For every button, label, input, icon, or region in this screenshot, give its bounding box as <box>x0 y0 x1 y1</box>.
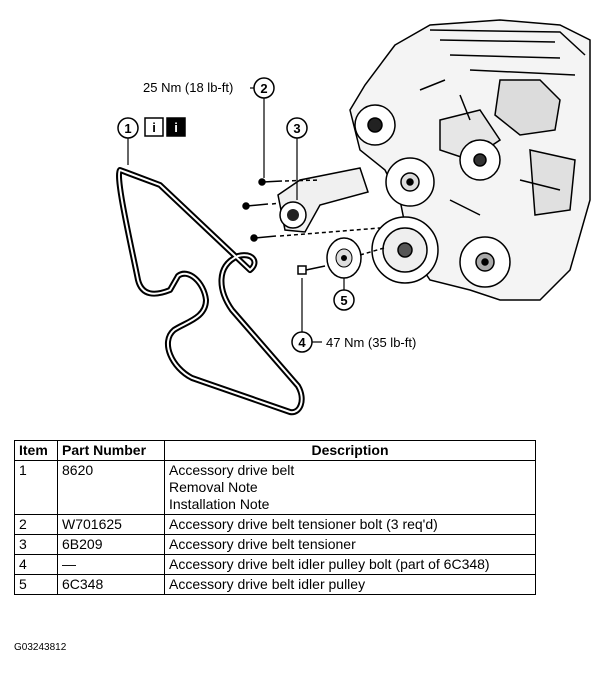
cell-part-number: — <box>57 554 165 575</box>
table-header-row: Item Part Number Description <box>14 440 536 461</box>
callout-4: 4 47 Nm (35 lb-ft) <box>291 278 416 353</box>
description-line: Accessory drive belt <box>169 462 295 478</box>
cell-item: 4 <box>14 554 58 575</box>
info-icon-filled-glyph: i <box>174 120 178 135</box>
figure-id: G03243812 <box>14 642 67 653</box>
callout-4-torque: 47 Nm (35 lb-ft) <box>326 335 416 350</box>
cell-part-number: 8620 <box>57 460 165 515</box>
cell-description: Accessory drive belt idler pulley <box>164 574 536 595</box>
callout-2-number: 2 <box>260 81 267 96</box>
tensioner-bolts <box>242 178 381 242</box>
cell-description: Accessory drive belt idler pulley bolt (… <box>164 554 536 575</box>
cell-part-number: W701625 <box>57 514 165 535</box>
cell-description: Accessory drive belt tensioner <box>164 534 536 555</box>
callout-5: 5 <box>333 278 355 311</box>
callout-3-number: 3 <box>293 121 300 136</box>
callout-4-number: 4 <box>298 335 306 350</box>
cell-part-number: 6C348 <box>57 574 165 595</box>
description-line: Installation Note <box>169 496 270 512</box>
belt-tensioner <box>277 167 369 233</box>
callout-5-number: 5 <box>340 293 347 308</box>
description-line: Accessory drive belt idler pulley <box>169 576 366 592</box>
cell-description: Accessory drive belt tensioner bolt (3 r… <box>164 514 536 535</box>
description-line: Accessory drive belt tensioner <box>169 536 356 552</box>
cell-item: 1 <box>14 460 58 515</box>
idler-pulley <box>326 237 362 279</box>
cell-item: 3 <box>14 534 58 555</box>
callout-1: 1 i i <box>117 117 186 165</box>
header-part-number: Part Number <box>57 440 165 461</box>
header-description: Description <box>164 440 536 461</box>
engine-illustration <box>349 19 591 301</box>
cell-item: 2 <box>14 514 58 535</box>
belt-diagram: 1 i i 25 Nm (18 lb-ft) 2 3 5 4 47 Nm (35… <box>116 19 591 416</box>
info-icon[interactable] <box>144 117 164 137</box>
table-row: 4—Accessory drive belt idler pulley bolt… <box>14 554 536 575</box>
description-line: Accessory drive belt idler pulley bolt (… <box>169 556 490 572</box>
cell-item: 5 <box>14 574 58 595</box>
info-icon-filled[interactable] <box>166 117 186 137</box>
description-line: Accessory drive belt tensioner bolt (3 r… <box>169 516 438 532</box>
callout-1-number: 1 <box>124 121 131 136</box>
callout-3: 3 <box>286 117 308 200</box>
description-line: Removal Note <box>169 479 258 495</box>
idler-pulley-bolt <box>297 247 385 275</box>
callout-2: 25 Nm (18 lb-ft) 2 <box>143 77 275 178</box>
header-item: Item <box>14 440 58 461</box>
cell-part-number: 6B209 <box>57 534 165 555</box>
callout-2-torque: 25 Nm (18 lb-ft) <box>143 80 233 95</box>
info-icon-glyph: i <box>152 120 156 135</box>
